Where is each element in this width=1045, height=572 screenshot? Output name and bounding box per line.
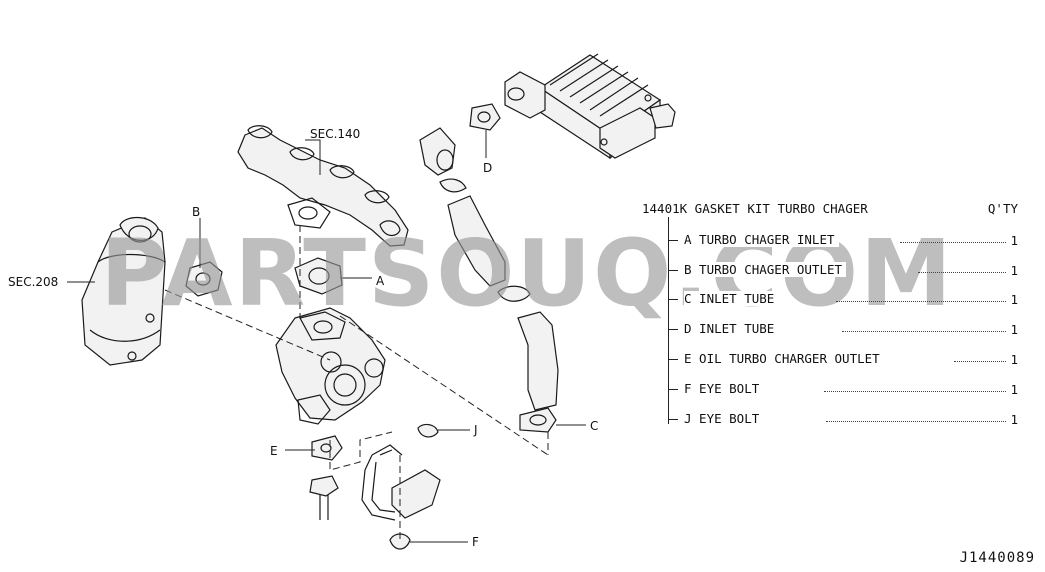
legend-item-qty: 1 — [1010, 322, 1018, 337]
legend-item-text: J EYE BOLT — [684, 411, 764, 426]
inlet-tube-d[interactable] — [419, 103, 506, 287]
legend-item-qty: 1 — [1010, 352, 1018, 367]
legend-item-text: A TURBO CHAGER INLET — [684, 232, 839, 247]
catalytic-converter[interactable] — [81, 216, 166, 366]
gasket-a[interactable] — [294, 257, 343, 295]
callout-c: C — [590, 419, 598, 433]
legend-item-text: B TURBO CHAGER OUTLET — [684, 262, 847, 277]
callout-b: B — [192, 205, 200, 219]
kit-label[interactable]: 14401K GASKET KIT TURBO CHAGER — [642, 201, 868, 216]
legend-header: 14401K GASKET KIT TURBO CHAGER Q'TY — [642, 201, 1022, 219]
callout-f: F — [472, 535, 479, 549]
turbocharger[interactable] — [275, 307, 386, 425]
legend-item-text: E OIL TURBO CHARGER OUTLET — [684, 351, 884, 366]
legend-item-b[interactable]: B TURBO CHAGER OUTLET 1 — [668, 262, 1022, 278]
legend-item-qty: 1 — [1010, 233, 1018, 248]
callout-e: E — [270, 444, 278, 458]
exhaust-manifold[interactable] — [237, 125, 409, 247]
legend-item-qty: 1 — [1010, 263, 1018, 278]
legend-item-d[interactable]: D INLET TUBE 1 — [668, 321, 1022, 337]
callout-sec208: SEC.208 — [8, 275, 58, 289]
callout-sec140: SEC.140 — [310, 127, 360, 141]
legend-item-f[interactable]: F EYE BOLT 1 — [668, 381, 1022, 397]
qty-header: Q'TY — [987, 201, 1018, 216]
callout-d: D — [483, 161, 492, 175]
legend-item-qty: 1 — [1010, 292, 1018, 307]
legend-item-j[interactable]: J EYE BOLT 1 — [668, 411, 1022, 427]
callout-j: J — [473, 423, 478, 437]
legend-item-text: F EYE BOLT — [684, 381, 764, 396]
figure-code: J1440089 — [959, 550, 1035, 566]
legend-item-text: D INLET TUBE — [684, 321, 779, 336]
inlet-tube-c[interactable] — [497, 285, 559, 433]
legend-item-c[interactable]: C INLET TUBE 1 — [668, 291, 1022, 307]
parts-legend: 14401K GASKET KIT TURBO CHAGER Q'TY A TU… — [642, 201, 1022, 427]
legend-item-a[interactable]: A TURBO CHAGER INLET 1 — [668, 232, 1022, 248]
legend-tree-line — [668, 217, 669, 424]
callout-a: A — [376, 274, 385, 288]
legend-item-qty: 1 — [1010, 382, 1018, 397]
intercooler[interactable] — [504, 53, 676, 160]
legend-item-qty: 1 — [1010, 412, 1018, 427]
oil-outlet-tube[interactable] — [309, 423, 441, 550]
legend-item-e[interactable]: E OIL TURBO CHARGER OUTLET 1 — [668, 351, 1022, 367]
legend-item-text: C INLET TUBE — [684, 291, 779, 306]
gasket-b[interactable] — [185, 261, 223, 297]
